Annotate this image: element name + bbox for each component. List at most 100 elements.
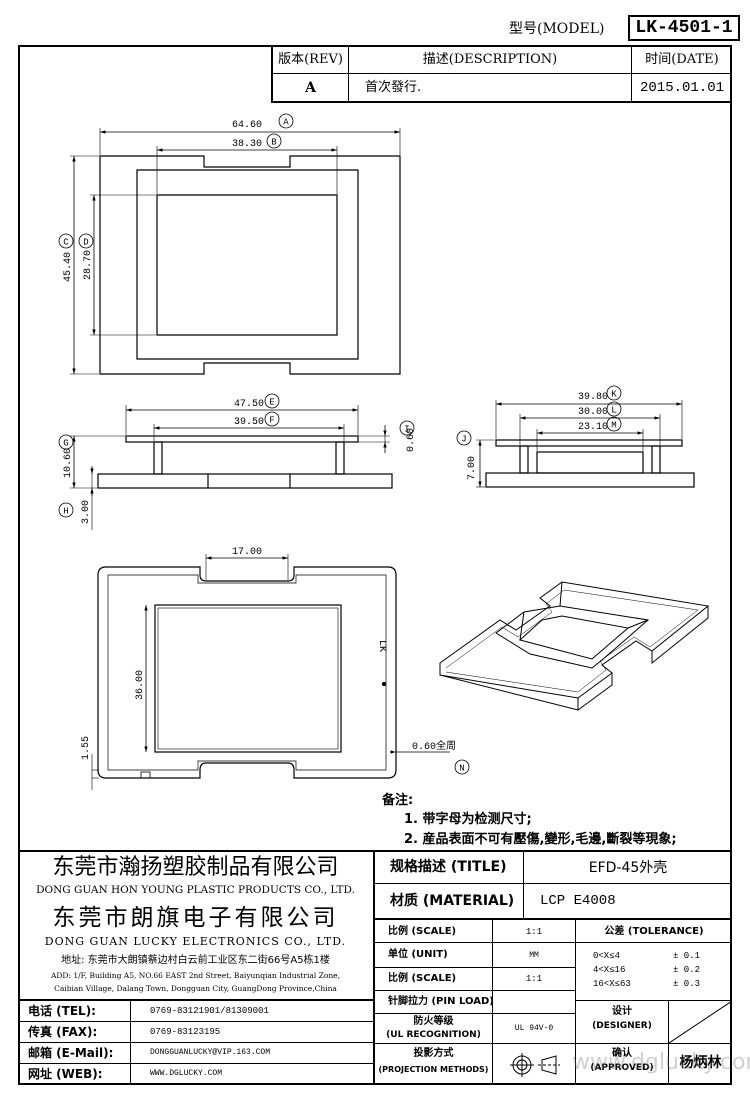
scale2-label: 比例 (SCALE) [388, 973, 457, 984]
svg-text:F: F [269, 416, 274, 426]
tag-f: F [264, 411, 280, 427]
dim-j-text: 7.00 [467, 456, 478, 480]
company-name-2: 东莞市朗旗电子有限公司 [52, 904, 339, 931]
title-label: 规格描述 (TITLE) [390, 859, 507, 875]
material-value: LCP E4008 [540, 893, 616, 909]
company-address-en-2: Caibian Village, Dalang Town, Dongguan C… [54, 984, 337, 994]
tolerance-value-2: ± 0.2 [673, 965, 701, 975]
dim-155-text: 1.55 [81, 736, 92, 760]
date-value: 2015.01.01 [639, 79, 724, 96]
company-name-1: 东莞市瀚扬塑胶制品有限公司 [52, 855, 339, 880]
fax-label: 传真 (FAX): [28, 1025, 98, 1039]
model-value: LK-4501-1 [635, 18, 733, 38]
fax-value: 0769-83123195 [150, 1027, 221, 1037]
lk-mark: LK [376, 640, 387, 652]
title-value: EFD-45外壳 [588, 860, 668, 876]
fire-value: UL 94V-0 [514, 1024, 554, 1033]
tag-c: C [58, 233, 74, 249]
company-address-cn: 地址: 东莞市大朗镇蔡边村白云前工业区东二街66号A5栋1楼 [61, 955, 330, 966]
tag-l: L [606, 401, 622, 417]
projection-label-1: 投影方式 [413, 1048, 454, 1059]
notes-title: 备注: [382, 793, 414, 808]
designer-label-2: (DESIGNER) [592, 1020, 652, 1031]
desc-header: 描述(DESCRIPTION) [422, 51, 558, 67]
svg-text:N: N [459, 764, 464, 774]
tolerance-range-3: 16<X≤63 [593, 979, 631, 989]
dim-l-text: 30.00 [578, 407, 608, 418]
dim-i-text: 0.60 [406, 428, 417, 452]
svg-text:E: E [269, 398, 274, 408]
bottom-view [91, 554, 450, 790]
dim-h-text: 3.00 [81, 500, 92, 524]
dim-m-text: 23.10 [578, 422, 608, 433]
approved-label-2: (APPROVED) [590, 1062, 654, 1073]
svg-text:K: K [611, 390, 617, 400]
approved-label-1: 确认 [612, 1048, 632, 1059]
web-label: 网址 (WEB): [28, 1067, 103, 1081]
dim-d-text: 28.70 [83, 250, 94, 280]
svg-text:C: C [63, 238, 69, 248]
watermark: www.dglucky.com [572, 1050, 750, 1075]
dim-a-text: 64.60 [232, 120, 262, 131]
svg-text:A: A [283, 118, 289, 128]
dim-b-text: 38.30 [232, 139, 262, 150]
note-line-1: 1. 带字母为检测尺寸; [404, 812, 532, 827]
revision-table: 版本(REV) 描述(DESCRIPTION) 时间(DATE) A 首次發行.… [271, 45, 732, 103]
tel-value: 0769-83121901/81309001 [150, 1006, 269, 1016]
isometric-view [439, 581, 710, 711]
tag-h: H [58, 502, 74, 518]
tolerance-value-1: ± 0.1 [673, 951, 701, 961]
pin-load-label: 针脚拉力 (PIN LOAD) [388, 996, 494, 1007]
designer-label-1: 设计 [612, 1006, 632, 1017]
svg-text:G: G [63, 439, 68, 449]
tel-label: 电话 (TEL): [28, 1004, 96, 1018]
tag-e: E [264, 393, 280, 409]
side-view [476, 400, 695, 488]
svg-text:B: B [271, 138, 277, 148]
rev-header: 版本(REV) [278, 51, 343, 67]
material-label: 材质 (MATERIAL) [390, 893, 515, 909]
dim-36-text: 36.00 [135, 670, 146, 700]
drawing-area: 64.60 38.30 45.40 28.70 47.50 39.50 10.6… [58, 113, 710, 790]
company-name-2-en: DONG GUAN LUCKY ELECTRONICS CO., LTD. [44, 934, 347, 948]
svg-text:M: M [611, 421, 616, 431]
tag-m: M [606, 416, 622, 432]
fire-label-1: 防火等级 [413, 1016, 454, 1027]
scale2-value: 1:1 [525, 973, 543, 984]
dim-g-text: 10.60 [63, 448, 74, 478]
tolerance-range-1: 0<X≤4 [593, 951, 621, 961]
company-address-en-1: ADD: 1/F, Building A5, NO.66 EAST 2nd St… [50, 971, 341, 981]
dim-f-text: 39.50 [234, 417, 264, 428]
svg-text:I: I [404, 425, 409, 435]
projection-symbol-icon [510, 1053, 560, 1077]
tag-b: B [266, 133, 282, 149]
dim-n-text: 0.60全周 [412, 739, 456, 753]
mail-label: 邮箱 (E-Mail): [28, 1046, 114, 1060]
model-label: 型号(MODEL) [509, 21, 605, 37]
mail-value: DONGGUANLUCKY@VIP.163.COM [150, 1048, 271, 1057]
company-name-1-en: DONG GUAN HON YOUNG PLASTIC PRODUCTS CO.… [36, 883, 355, 896]
tag-n: N [454, 759, 470, 775]
svg-text:H: H [63, 507, 68, 517]
dim-e-text: 47.50 [234, 399, 264, 410]
tag-g: G [58, 434, 74, 450]
model-box [628, 15, 740, 41]
note-line-2: 2. 産品表面不可有壓傷,變形,毛邊,斷裂等現象; [404, 832, 677, 847]
svg-text:L: L [611, 406, 616, 416]
svg-text:J: J [461, 435, 466, 445]
unit-value: MM [529, 950, 539, 960]
tolerance-label: 公差 (TOLERANCE) [604, 926, 704, 937]
approver-name: 杨炳林 [679, 1055, 722, 1071]
dim-k-text: 39.80 [578, 392, 608, 403]
tag-a: A [278, 113, 294, 129]
tag-k: K [606, 385, 622, 401]
scale-label: 比例 (SCALE) [388, 926, 457, 937]
tolerance-value-3: ± 0.3 [673, 979, 701, 989]
desc-value: 首次發行. [365, 80, 422, 95]
dim-17-text: 17.00 [232, 547, 262, 558]
designer-diagonal [669, 1001, 732, 1043]
web-value: WWW.DGLUCKY.COM [150, 1069, 223, 1078]
scale-value: 1:1 [525, 926, 543, 937]
rev-value: A [305, 79, 316, 96]
dim-c-text: 45.40 [63, 252, 74, 282]
